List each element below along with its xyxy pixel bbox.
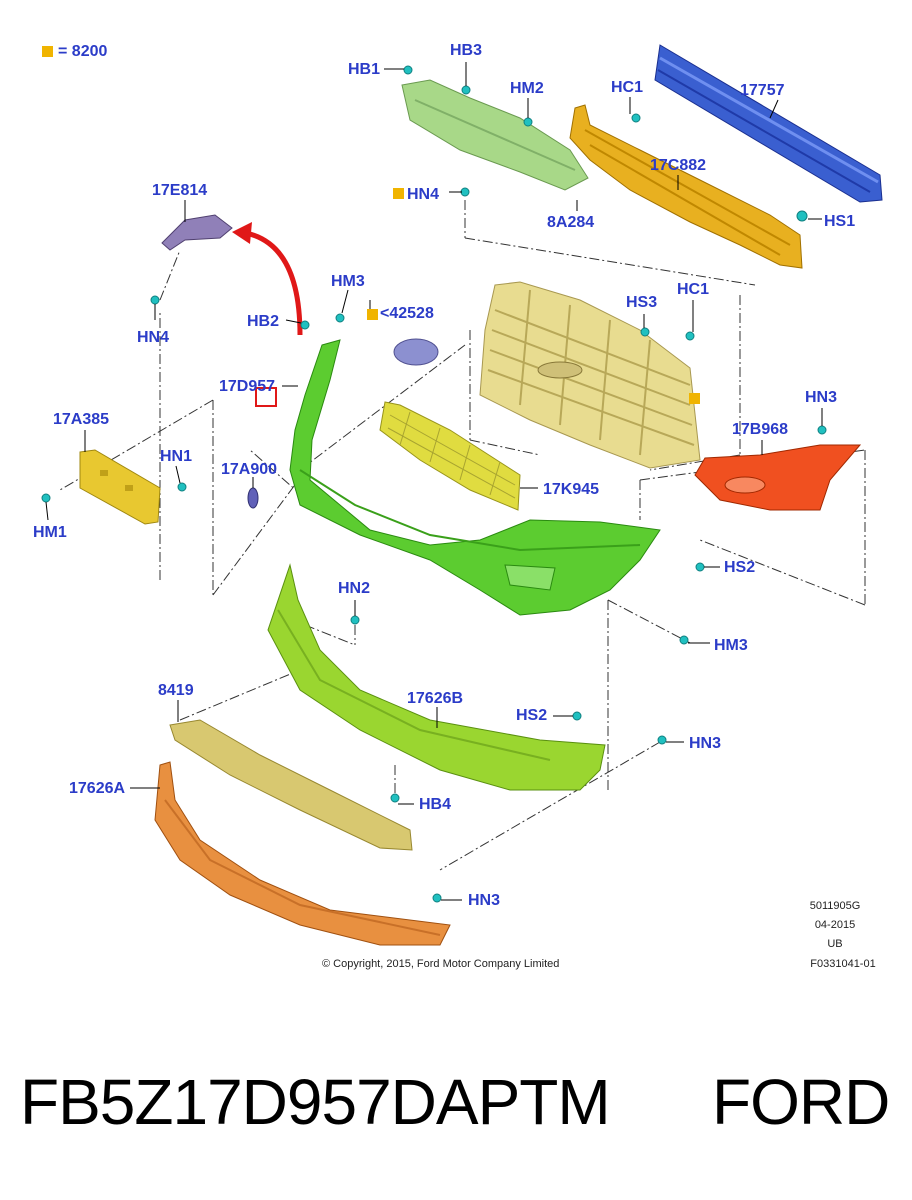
exploded-view-illustration (41, 44, 883, 946)
label-hs3: HS3 (626, 294, 658, 311)
cover-plug (247, 487, 259, 509)
drawing-date: 04-2015 (814, 919, 856, 931)
label-17a900: 17A900 (221, 461, 278, 478)
parts-diagram: = 8200 HB1 HB3 HM2 HC1 17757 17C882 HN4 … (33, 42, 883, 970)
bumper-reinforcement (654, 44, 883, 203)
42528-swatch (367, 309, 378, 320)
label-17757: 17757 (740, 82, 785, 99)
drawing-code: 5011905G (809, 900, 861, 912)
label-hs2-mid: HS2 (516, 707, 548, 724)
air-deflector (169, 719, 413, 851)
hn4-top-swatch (393, 188, 404, 199)
label-hc1-top: HC1 (611, 79, 644, 96)
label-17d957: 17D957 (219, 378, 276, 395)
label-hs2-right: HS2 (724, 559, 756, 576)
license-plate-bracket (79, 449, 161, 525)
bumper-cover (289, 339, 661, 616)
label-hn3-bottom: HN3 (468, 892, 501, 909)
label-hb2: HB2 (247, 313, 280, 330)
label-hb4: HB4 (419, 796, 452, 813)
figure-number: F0331041-01 (810, 958, 876, 970)
label-hn4-top: HN4 (407, 186, 440, 203)
label-8a284: 8A284 (547, 214, 595, 231)
legend-text: = 8200 (58, 43, 108, 60)
label-17a385: 17A385 (53, 411, 110, 428)
label-17626b: 17626B (407, 690, 464, 707)
fog-lamp-bezel (694, 444, 862, 511)
bumper-bracket (161, 214, 233, 251)
label-17b968: 17B968 (732, 421, 789, 438)
part-number: FB5Z17D957DAPTM (20, 1066, 611, 1138)
lower-valance (154, 761, 451, 946)
label-17k945: 17K945 (543, 481, 600, 498)
label-8419: 8419 (158, 682, 194, 699)
label-hn2: HN2 (338, 580, 371, 597)
highlight-box (255, 387, 277, 407)
drawing-region: UB (827, 938, 843, 950)
arrow-head (232, 222, 252, 244)
label-hn4-left: HN4 (137, 329, 170, 346)
label-hn3-mid: HN3 (689, 735, 722, 752)
label-hc1-mid: HC1 (677, 281, 710, 298)
label-hn1: HN1 (160, 448, 193, 465)
lower-bumper-cover (267, 563, 606, 791)
grille-swatch (689, 393, 700, 404)
label-hb3: HB3 (450, 42, 483, 59)
radiator-grille (479, 281, 701, 469)
label-17626a: 17626A (69, 780, 126, 797)
label-hs1: HS1 (824, 213, 856, 230)
callout-lines (45, 62, 823, 901)
label-hb1: HB1 (348, 61, 381, 78)
radiator-air-deflector (401, 79, 589, 191)
label-42528: <42528 (380, 305, 434, 322)
fasteners (41, 65, 827, 903)
label-hm3-top: HM3 (331, 273, 365, 290)
emblem (393, 338, 439, 366)
copyright-notice: © Copyright, 2015, Ford Motor Company Li… (322, 958, 560, 970)
label-hm2: HM2 (510, 80, 544, 97)
label-17c882: 17C882 (650, 157, 707, 174)
legend-swatch (42, 46, 53, 57)
energy-absorber (569, 104, 803, 269)
label-hn3-right: HN3 (805, 389, 838, 406)
label-hm3-right: HM3 (714, 637, 748, 654)
direction-arrow (239, 229, 303, 336)
lower-grille (379, 401, 521, 511)
label-17e814: 17E814 (152, 182, 208, 199)
brand-name: FORD (712, 1066, 890, 1138)
label-hm1: HM1 (33, 524, 67, 541)
